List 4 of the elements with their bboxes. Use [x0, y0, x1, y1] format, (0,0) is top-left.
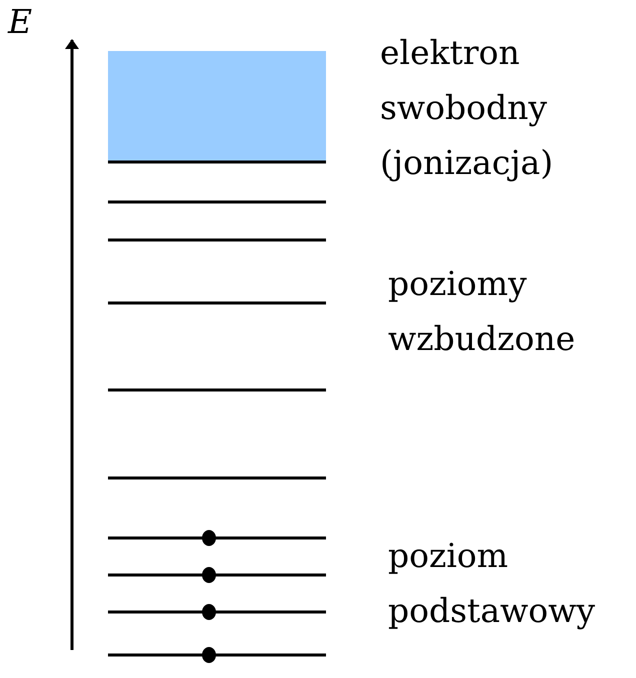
axis-label: E	[8, 2, 34, 42]
ionization-label: elektron swobodny (jonizacja)	[380, 32, 554, 184]
excited-levels-label: poziomy wzbudzone	[388, 263, 576, 360]
ground-level-label: poziom podstawowy	[388, 535, 596, 632]
